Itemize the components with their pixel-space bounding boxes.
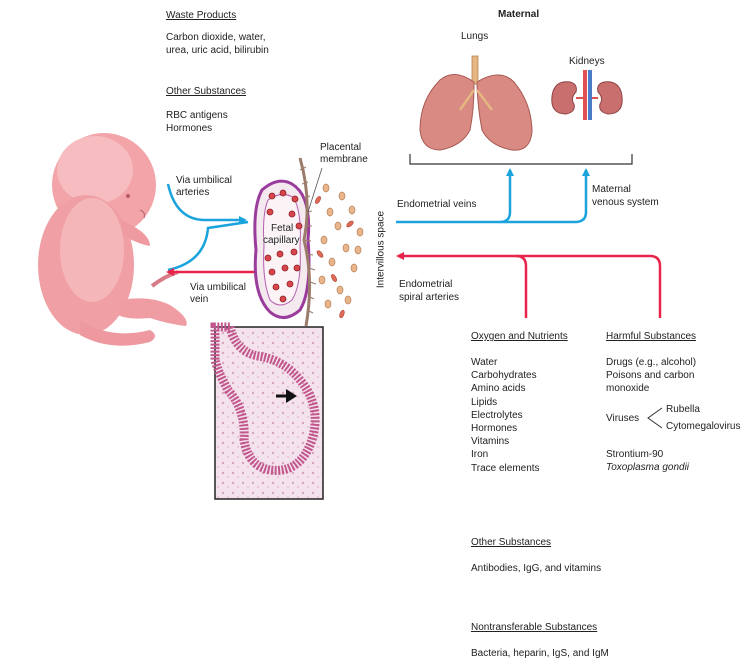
nutrient-item: Iron: [471, 449, 489, 461]
viruses-label: Viruses: [606, 413, 640, 424]
other-substances-text: Antibodies, IgG, and vitamins: [471, 563, 602, 574]
nutrient-item: Hormones: [471, 423, 518, 435]
placental-membrane: [298, 157, 317, 327]
cytomegalovirus-label: Cytomegalovirus: [666, 421, 741, 432]
via-arteries-label-1: Via umbilical: [176, 175, 232, 186]
intervillous-space-label: Intervillous space: [375, 210, 387, 289]
maternal-venous-arrow: [500, 168, 590, 224]
harmful-line-3: monoxide: [606, 383, 650, 394]
nutrient-item: Trace elements: [471, 462, 540, 474]
fetus-illustration: [38, 133, 187, 346]
placental-membrane-label-1: Placental: [320, 142, 362, 153]
fetal-capillary-villus: [253, 179, 311, 319]
endometrial-veins-label: Endometrial veins: [397, 199, 477, 210]
endometrial-spiral-label-2: spiral arteries: [399, 292, 460, 303]
maternal-title: Maternal: [498, 9, 540, 20]
nutrient-item: Carbohydrates: [471, 370, 537, 382]
other-top-line-1: RBC antigens: [166, 110, 228, 121]
maternal-venous-label-2: venous system: [592, 197, 659, 208]
via-arteries-label-2: arteries: [176, 187, 210, 198]
harmful-line-2: Poisons and carbon: [606, 370, 695, 381]
histology-micrograph: [210, 322, 324, 500]
nutrient-item: Lipids: [471, 396, 498, 408]
kidneys-icon: [551, 70, 623, 120]
rubella-label: Rubella: [666, 404, 700, 415]
arrow-marker-icon: [286, 389, 297, 403]
maternal-venous-label-1: Maternal: [592, 184, 631, 195]
viruses-brace: [647, 407, 663, 429]
endometrial-spiral-label-1: Endometrial: [399, 279, 453, 290]
waste-line-1: Carbon dioxide, water,: [166, 32, 266, 43]
strontium-label: Strontium-90: [606, 449, 664, 460]
other-substances-heading-bottom: Other Substances: [471, 537, 552, 548]
placental-membrane-label-2: membrane: [320, 154, 368, 165]
nontransferable-text: Bacteria, heparin, IgS, and IgM: [471, 648, 609, 659]
other-substances-heading-top: Other Substances: [166, 86, 247, 97]
harmful-line-1: Drugs (e.g., alcohol): [606, 357, 697, 368]
lungs-label: Lungs: [461, 31, 489, 42]
toxoplasma-label: Toxoplasma gondii: [606, 462, 690, 473]
endometrial-veins-arrow: [396, 168, 514, 224]
kidneys-label: Kidneys: [569, 56, 605, 67]
other-top-line-2: Hormones: [166, 123, 213, 134]
umbilical-arteries-arrow: [166, 183, 247, 224]
umbilical-cord: [150, 270, 179, 288]
fetal-capillary-label-1: Fetal: [271, 223, 294, 234]
fetal-capillary-label-2: capillary: [263, 235, 300, 246]
nutrient-item: Water: [471, 357, 498, 368]
nontransferable-heading: Nontransferable Substances: [471, 622, 598, 633]
lungs-icon: [419, 55, 533, 151]
harmful-substances-arrow: [516, 254, 662, 318]
oxygen-nutrients-heading: Oxygen and Nutrients: [471, 331, 568, 342]
via-vein-label-2: vein: [190, 294, 209, 305]
membrane-leader-line: [307, 167, 323, 213]
organs-bracket: [409, 154, 633, 165]
harmful-substances-heading: Harmful Substances: [606, 331, 697, 342]
waste-line-2: urea, uric acid, bilirubin: [166, 45, 269, 56]
nutrient-item: Amino acids: [471, 383, 526, 395]
maternal-blood-cells: [318, 183, 364, 309]
waste-products-heading: Waste Products: [166, 10, 237, 21]
umbilical-arteries-arrow-2: [167, 220, 249, 272]
via-vein-label-1: Via umbilical: [190, 282, 246, 293]
nutrient-item: Vitamins: [471, 436, 510, 448]
nutrient-item: Electrolytes: [471, 409, 523, 421]
oxygen-nutrients-list: Water Carbohydrates Amino acids Lipids E…: [471, 356, 540, 475]
